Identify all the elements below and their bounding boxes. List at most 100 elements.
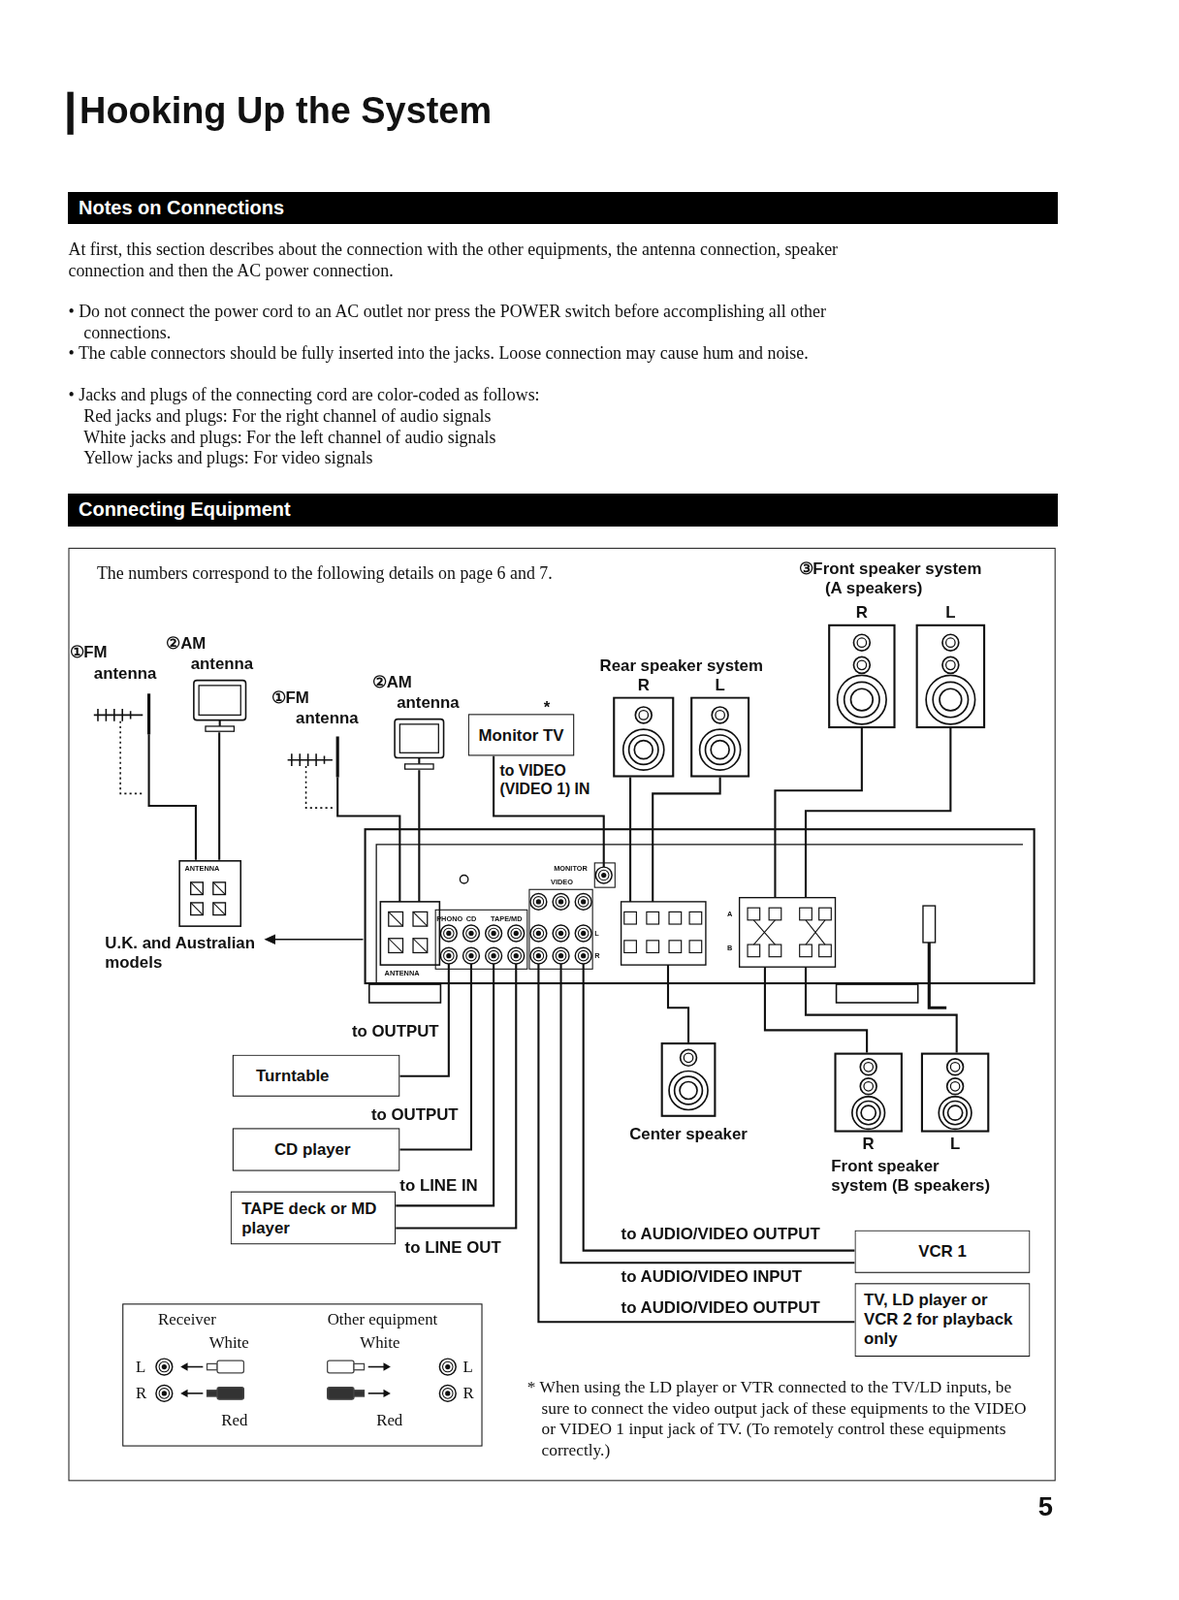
woofer <box>844 681 880 717</box>
node-text: Center speaker <box>625 1123 752 1144</box>
jack <box>156 1358 173 1375</box>
terminal-screw <box>388 911 404 926</box>
loop-antenna-drawing <box>191 678 249 733</box>
node-text: L <box>690 674 750 695</box>
terminal-screw <box>191 882 204 895</box>
speaker-terminal <box>624 911 638 925</box>
jack <box>577 950 589 961</box>
node-text: PHONO <box>436 915 463 924</box>
node-text: B <box>727 944 733 953</box>
terminal-screw <box>213 902 226 916</box>
terminal-screw <box>213 882 226 895</box>
bullet-note: • Do not connect the power cord to an AC… <box>67 301 874 344</box>
plug-arrow <box>368 1366 385 1369</box>
plug-arrow <box>180 1389 188 1398</box>
cable-label: to OUTPUT <box>351 1020 440 1041</box>
jack <box>574 947 592 964</box>
plug-arrow <box>368 1392 385 1395</box>
speaker-terminal <box>768 907 782 921</box>
woofer <box>852 1096 886 1130</box>
plug-arrow <box>383 1362 391 1371</box>
jack <box>490 930 496 936</box>
tweeter <box>950 1062 959 1072</box>
speaker-terminal <box>799 944 813 957</box>
speaker-terminal <box>689 940 702 954</box>
jack <box>533 896 544 908</box>
woofer <box>857 1101 881 1125</box>
jack <box>466 927 478 939</box>
jack <box>536 898 542 904</box>
model-note: U.K. and Australian models <box>104 932 268 972</box>
cable-end <box>399 828 806 985</box>
tweeter <box>635 706 652 724</box>
antenna-stand <box>405 764 434 769</box>
speaker-terminal <box>768 944 782 957</box>
plug <box>207 1390 219 1397</box>
speaker-terminal <box>624 940 638 954</box>
cable-line <box>805 984 957 1052</box>
jack <box>530 892 547 910</box>
cable-label: to OUTPUT <box>371 1104 459 1124</box>
jack <box>558 930 564 936</box>
equipment-box: Turntable <box>232 1054 401 1097</box>
cable-label: to LINE IN <box>399 1175 478 1195</box>
node-text: Red <box>221 1410 248 1430</box>
speaker-terminal <box>747 907 761 921</box>
woofer <box>925 674 975 724</box>
woofer <box>943 1101 967 1125</box>
jack <box>595 866 612 884</box>
speaker-cabinet <box>922 1053 988 1132</box>
speaker-drawing <box>661 1042 717 1117</box>
jack <box>468 953 474 958</box>
speaker-cabinet <box>662 1043 716 1116</box>
jack <box>574 924 592 942</box>
cable-line <box>774 728 861 829</box>
terminal-screw <box>388 938 404 954</box>
antenna-terminal: ANTENNA <box>178 860 242 927</box>
antenna-terminal <box>380 901 440 965</box>
woofer <box>837 674 887 724</box>
section-band: Notes on Connections <box>67 191 1057 224</box>
cable-line <box>652 777 720 829</box>
plug <box>353 1390 365 1397</box>
plug <box>217 1360 244 1373</box>
fm-antenna-mast <box>336 735 340 777</box>
jack <box>443 1388 454 1400</box>
jack <box>555 896 567 908</box>
terminal-screw <box>191 902 204 916</box>
tweeter <box>863 1062 873 1072</box>
node-text: L <box>594 928 600 937</box>
jack <box>161 1390 167 1396</box>
jack <box>530 947 547 964</box>
fm-antenna-wire <box>149 733 196 860</box>
cable-label: to LINE OUT <box>405 1237 502 1257</box>
node-text: CD player <box>274 1139 389 1159</box>
cable-line <box>764 984 867 1052</box>
jack <box>466 950 478 961</box>
antenna-loop <box>193 680 247 721</box>
node-text: R <box>828 603 895 623</box>
tweeter <box>950 1082 959 1091</box>
terminal-plate <box>179 860 241 926</box>
cable-line <box>538 984 855 1322</box>
speaker: R <box>828 624 895 729</box>
speaker-drawing <box>833 1052 902 1133</box>
woofer <box>710 740 730 760</box>
speaker: L <box>916 624 987 729</box>
am-loop-antenna: ②AM antenna <box>392 716 447 770</box>
plug-arrow <box>180 1362 188 1371</box>
receiver-drawing <box>364 828 1036 985</box>
speaker: Center speaker <box>661 1042 717 1117</box>
receiver-chassis <box>376 844 1023 983</box>
terminal-screw <box>413 911 428 926</box>
terminal-screw <box>191 882 204 895</box>
tweeter <box>946 660 956 670</box>
jack <box>463 947 480 964</box>
fm-antenna-symbol <box>94 708 143 722</box>
speaker-cabinet <box>828 625 894 728</box>
jack <box>446 930 451 936</box>
node-text: Notes on Connections <box>67 191 1057 224</box>
cable-line <box>493 755 605 829</box>
jack <box>508 947 525 964</box>
jack <box>530 924 547 942</box>
